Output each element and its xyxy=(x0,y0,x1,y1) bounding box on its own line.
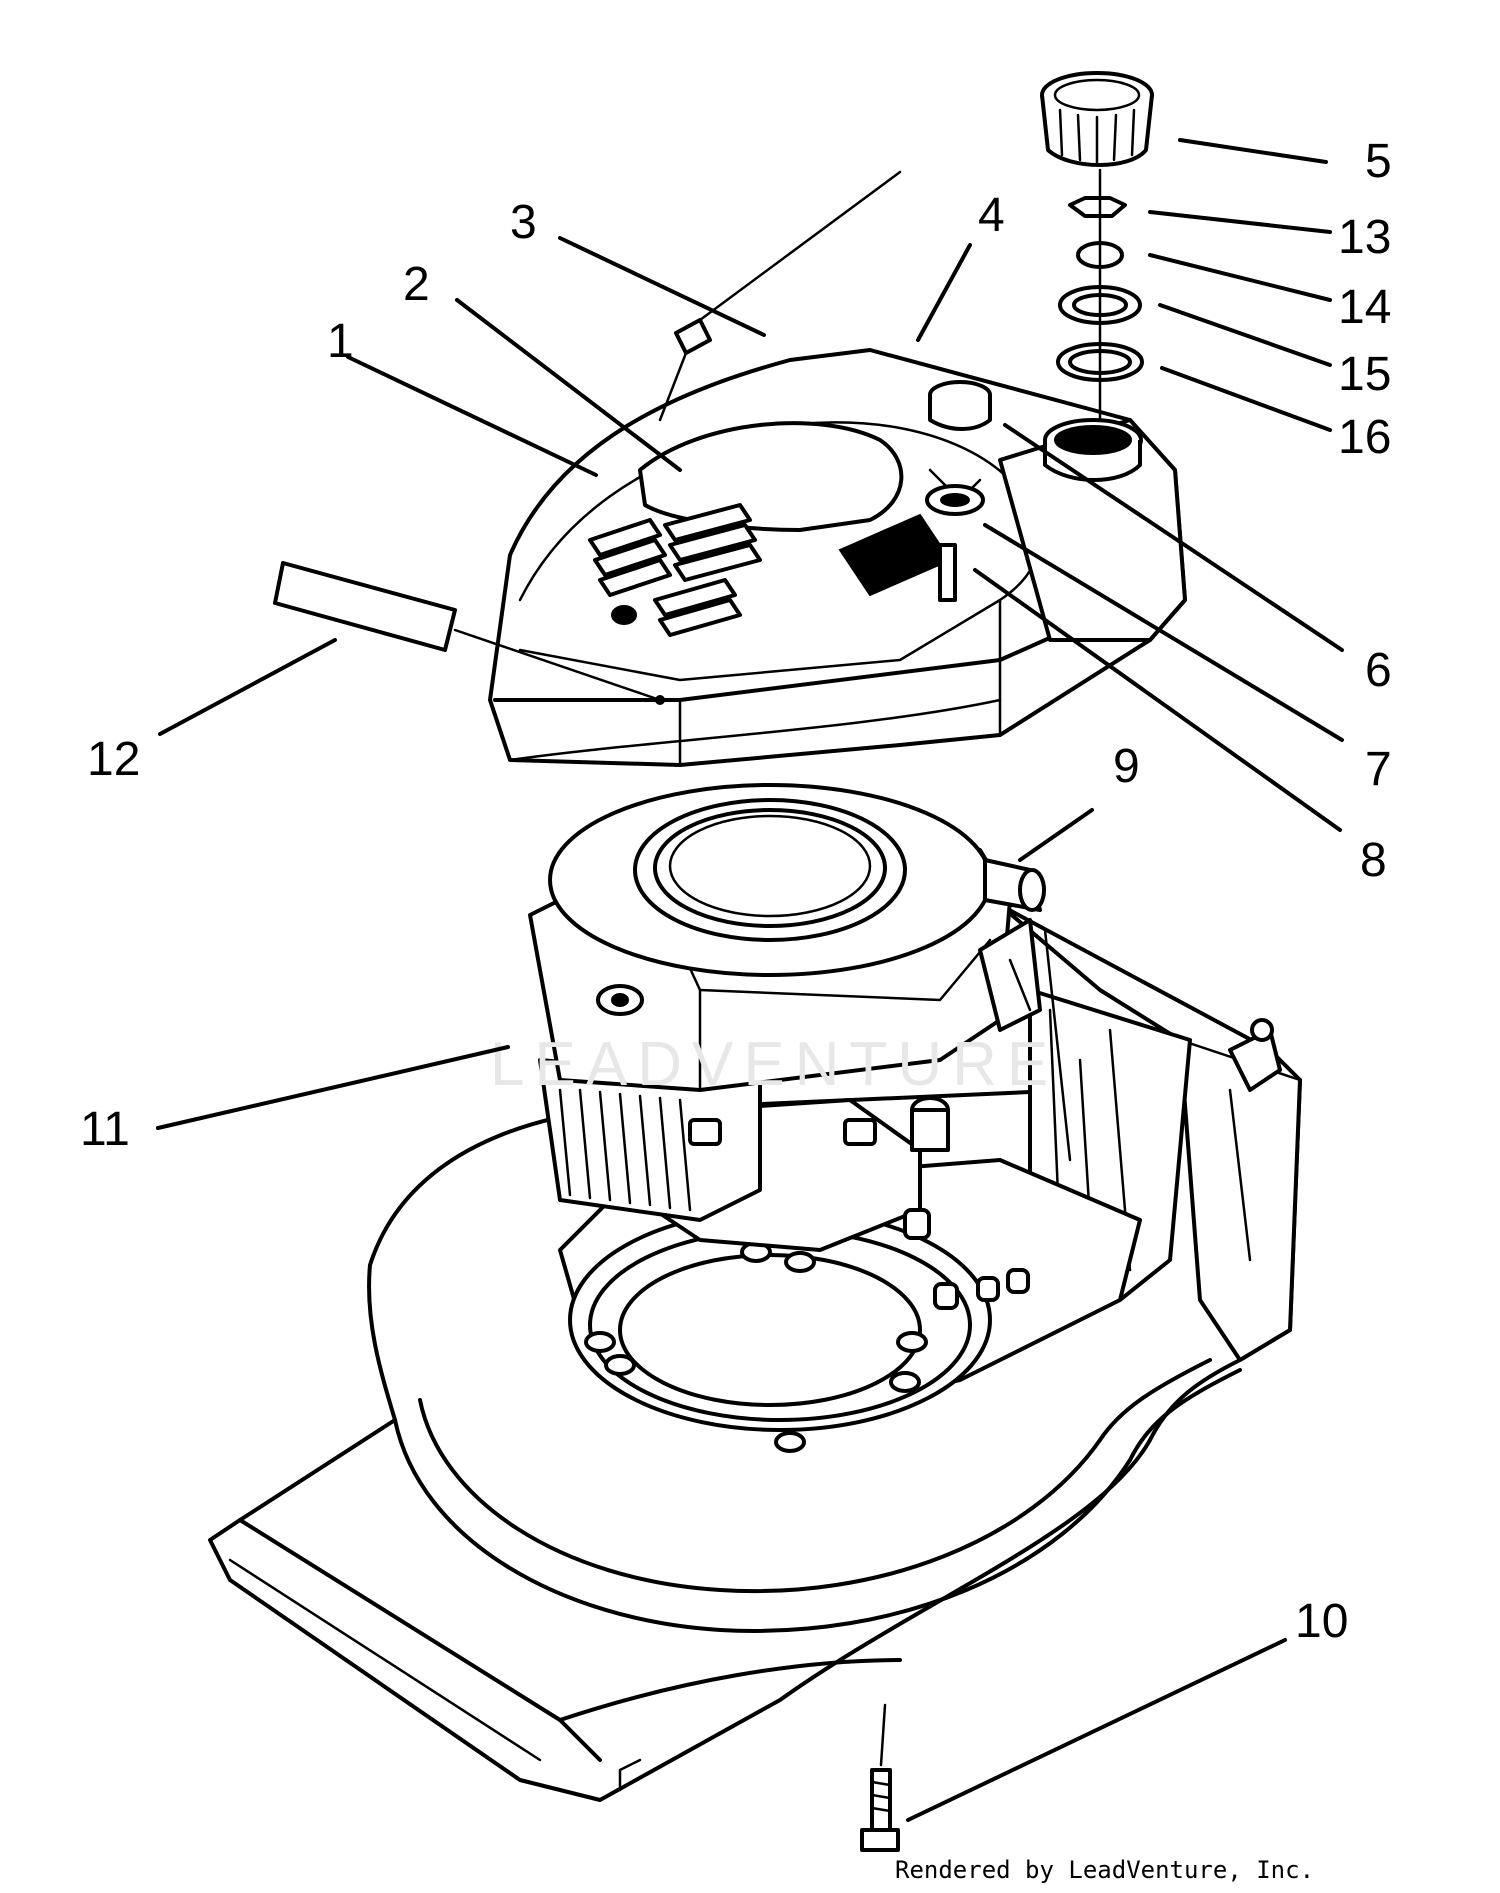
callout-6: 6 xyxy=(1365,644,1392,697)
callout-8: 8 xyxy=(1360,834,1387,887)
callout-16: 16 xyxy=(1338,411,1391,464)
mower-deck xyxy=(208,903,1302,1802)
callout-9: 9 xyxy=(1113,740,1140,793)
callout-10: 10 xyxy=(1295,1595,1348,1648)
callout-2: 2 xyxy=(403,258,430,311)
render-credit: Rendered by LeadVenture, Inc. xyxy=(895,1856,1314,1884)
fuel-cap-assembly xyxy=(1040,71,1154,422)
callout-4: 4 xyxy=(978,189,1005,242)
callout-15: 15 xyxy=(1338,348,1391,401)
vent-grille-left xyxy=(588,503,762,637)
callout-12: 12 xyxy=(87,733,140,786)
leader-lines xyxy=(156,138,1344,1822)
callout-labels: 1 2 3 4 5 6 7 8 9 10 11 12 13 14 15 16 xyxy=(80,135,1392,1648)
callout-7: 7 xyxy=(1365,743,1392,796)
watermark-text: LEADVENTURE xyxy=(490,1030,1058,1099)
callout-14: 14 xyxy=(1338,281,1391,334)
callout-3: 3 xyxy=(510,196,537,249)
bolt xyxy=(860,1703,900,1852)
mount-studs xyxy=(584,1241,1030,1453)
engine-cover xyxy=(273,170,1187,767)
engine xyxy=(528,783,1072,1252)
callout-5: 5 xyxy=(1365,135,1392,188)
callout-13: 13 xyxy=(1338,211,1391,264)
callout-11: 11 xyxy=(80,1103,130,1156)
callout-1: 1 xyxy=(327,315,354,368)
